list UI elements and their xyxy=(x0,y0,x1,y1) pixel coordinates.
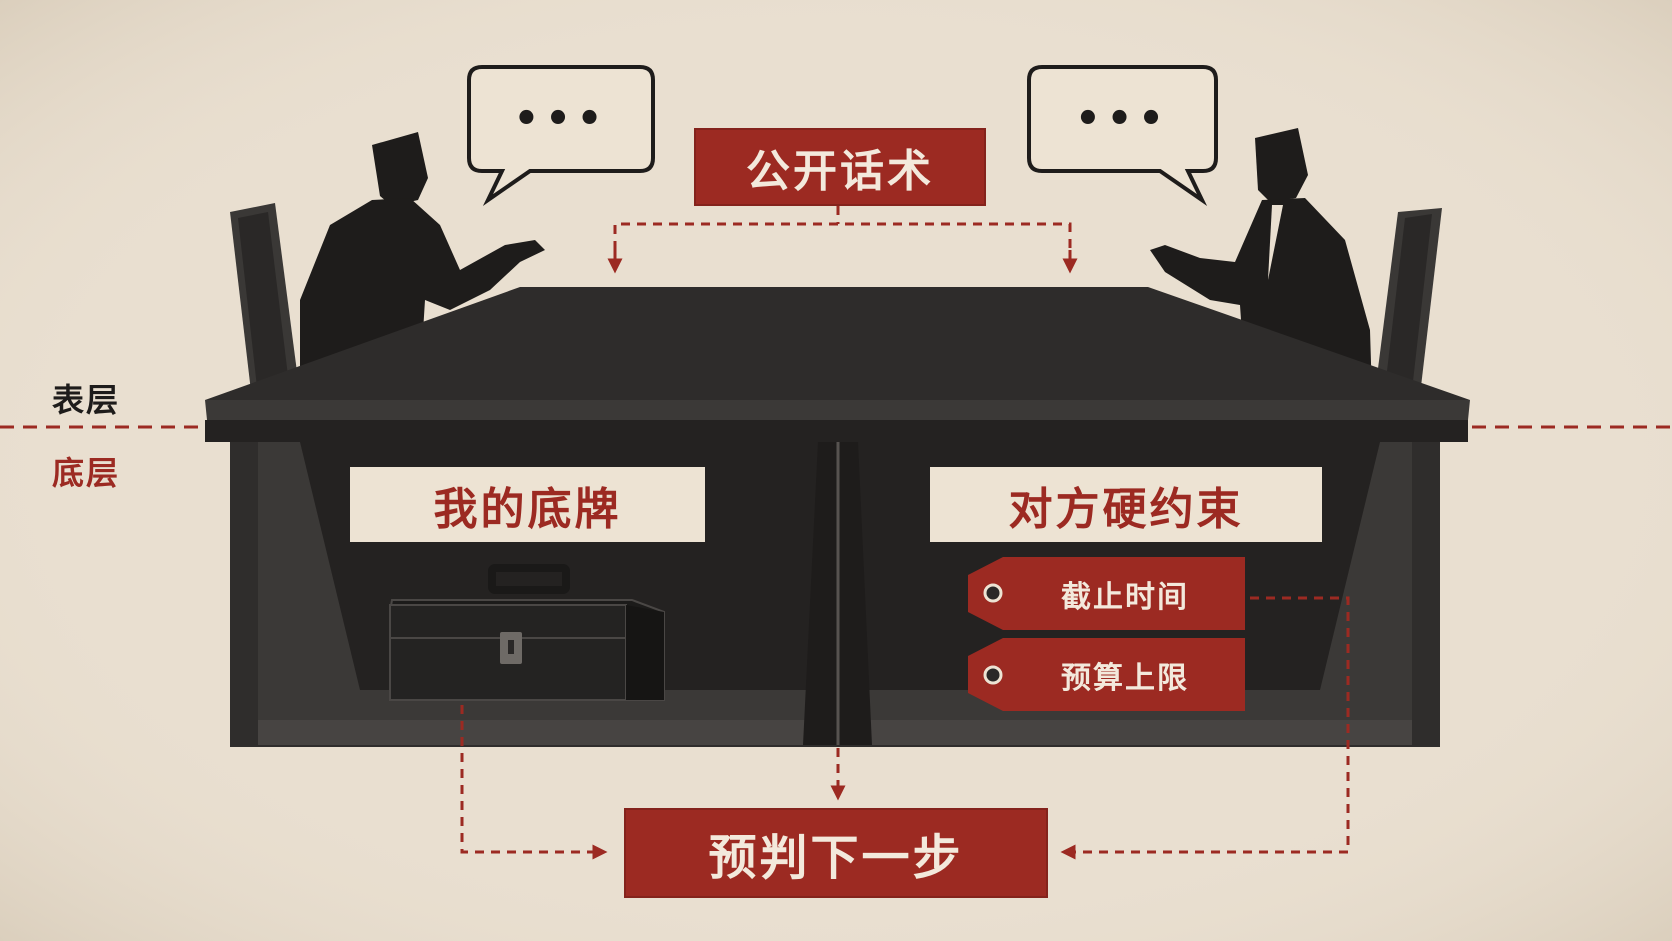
budget-cap-tag xyxy=(968,638,1245,711)
surface-layer-label: 表层 xyxy=(52,381,121,419)
public-talk-connector xyxy=(607,206,1078,274)
right-speech-bubble xyxy=(1027,65,1218,206)
budget-cap-tag-text: 预算上限 xyxy=(1061,660,1189,696)
briefcase-icon xyxy=(388,564,665,701)
deadline-tag xyxy=(968,557,1245,630)
predict-connectors xyxy=(460,596,1350,860)
left-chair xyxy=(230,203,300,400)
deadline-tag-text: 截止时间 xyxy=(1061,579,1189,615)
right-negotiator-silhouette xyxy=(1150,128,1372,395)
their-constraints-label: 对方硬约束 xyxy=(930,467,1322,542)
predict-next-step-label: 预判下一步 xyxy=(624,808,1048,898)
my-card-label: 我的底牌 xyxy=(350,467,705,542)
public-talk-label: 公开话术 xyxy=(694,128,986,206)
bottom-layer-label: 底层 xyxy=(52,454,121,492)
left-speech-bubble xyxy=(467,65,655,206)
right-chair xyxy=(1375,208,1442,395)
right-speech-bubble-dots: ••• xyxy=(1075,96,1170,142)
left-speech-bubble-dots: ••• xyxy=(513,96,609,142)
